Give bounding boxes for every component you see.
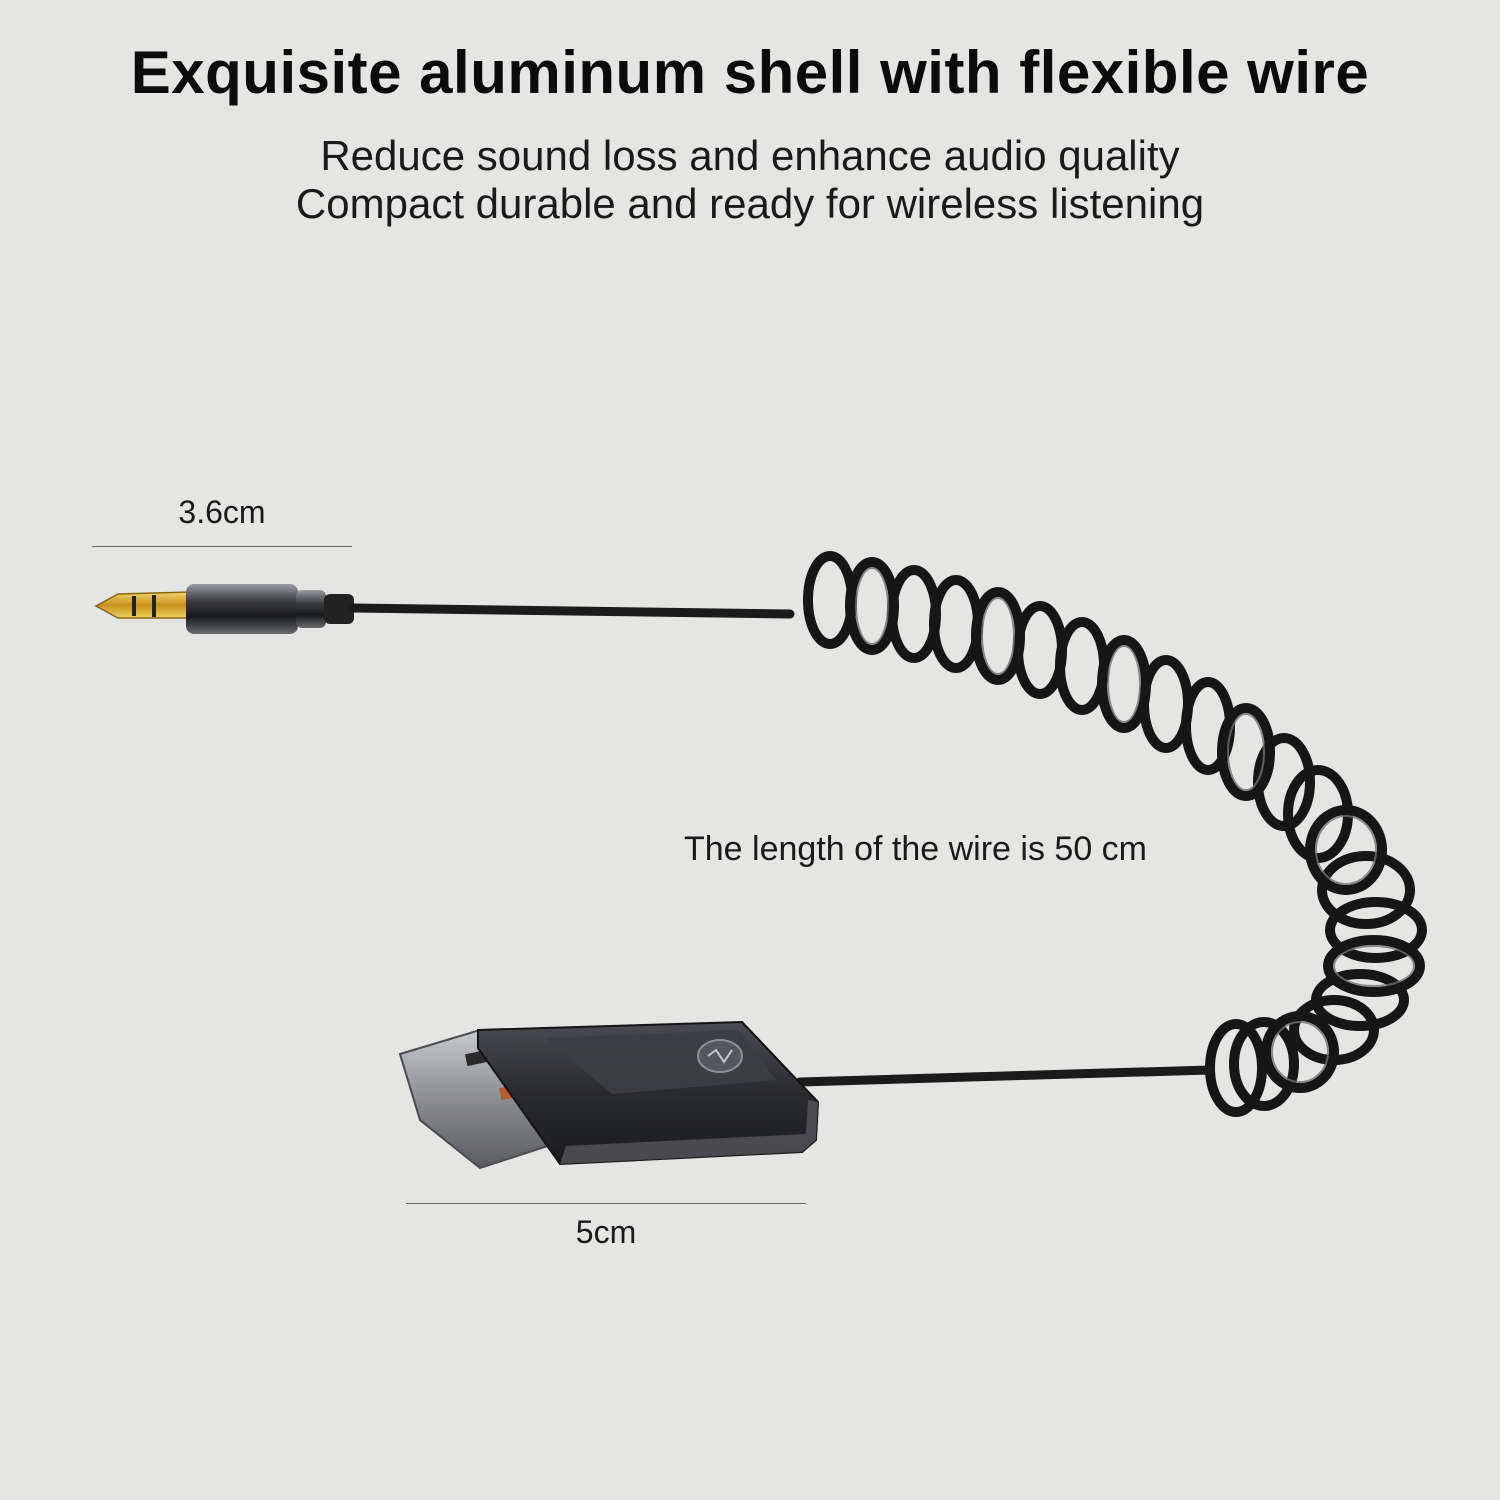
jack-dimension-line [92, 546, 352, 547]
headline: Exquisite aluminum shell with flexible w… [130, 39, 1370, 106]
usb-length-label: 5cm [575, 1214, 637, 1250]
usb-dimension-line [406, 1203, 806, 1204]
wire-length-label: The length of the wire is 50 cm [684, 830, 1148, 868]
subtitle-line-1: Reduce sound loss and enhance audio qual… [320, 132, 1180, 179]
audio-jack [94, 584, 354, 634]
jack-length-label: 3.6cm [178, 494, 266, 530]
usb-plug [398, 1020, 820, 1170]
coiled-cable [803, 551, 1427, 1117]
subtitle-line-2: Compact durable and ready for wireless l… [295, 180, 1205, 227]
straight-wire-bottom [795, 1065, 1215, 1087]
straight-wire-top [347, 603, 795, 619]
